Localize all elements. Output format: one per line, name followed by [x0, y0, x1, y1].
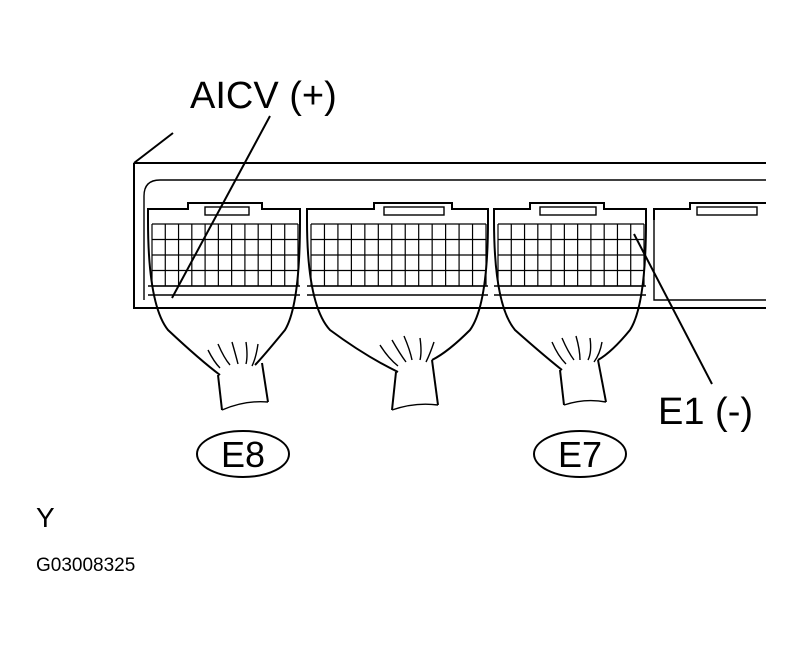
- aicv-leader-line: [171, 115, 271, 299]
- wire-harness-e8: [207, 341, 269, 411]
- aicv-label: AICV (+): [190, 75, 337, 117]
- figure-code: G03008325: [36, 555, 135, 576]
- connector-middle-pins: [310, 223, 487, 287]
- wire-harness-middle: [379, 335, 439, 411]
- connector-middle: [306, 202, 489, 373]
- ecu-housing: [133, 132, 766, 309]
- connector-e7-label: E7: [558, 434, 602, 475]
- connector-e7-badge: [533, 430, 627, 478]
- connector-partial-right: [653, 202, 766, 301]
- connector-e7: [493, 202, 647, 371]
- connector-e7-pins: [497, 223, 645, 287]
- view-label: Y: [36, 502, 55, 533]
- wire-harness-e7: [551, 335, 607, 406]
- e1-label: E1 (-): [658, 391, 753, 433]
- connector-e8-pins: [151, 223, 299, 287]
- e1-leader-line: [633, 233, 713, 385]
- connector-e8: [147, 202, 301, 376]
- connector-e8-label: E8: [221, 434, 265, 475]
- connector-e8-badge: [196, 430, 290, 478]
